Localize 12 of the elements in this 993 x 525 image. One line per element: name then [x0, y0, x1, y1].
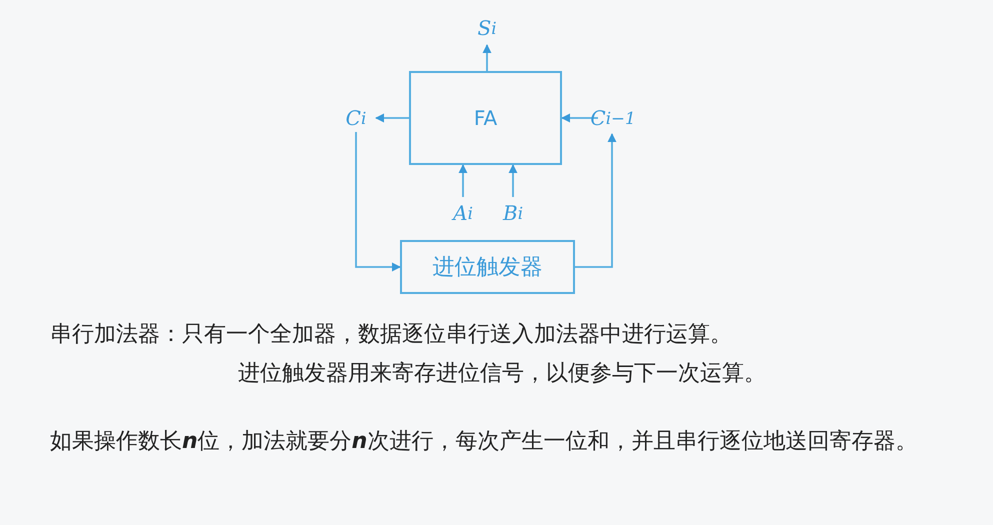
description-text: 串行加法器：只有一个全加器，数据逐位串行送入加法器中进行运算。: [50, 321, 733, 349]
flip-flop-box: 进位触发器: [400, 240, 575, 294]
arrow: [575, 133, 616, 268]
arrow: [508, 164, 518, 197]
description-text: 进位触发器用来寄存进位信号，以便参与下一次运算。: [238, 360, 767, 388]
description-text: 如果操作数长n位，加法就要分n次进行，每次产生一位和，并且串行逐位地送回寄存器。: [50, 428, 918, 456]
arrow: [561, 114, 598, 122]
full-adder-box: FA: [409, 71, 562, 165]
arrow: [355, 132, 401, 272]
arrow: [375, 114, 409, 122]
arrow: [458, 164, 468, 197]
arrow: [482, 44, 492, 71]
